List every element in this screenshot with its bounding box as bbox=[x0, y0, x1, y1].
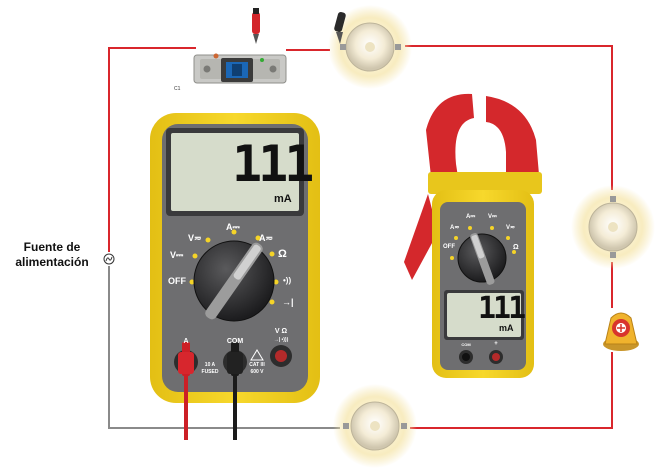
dial-label-a-ac: A≂ bbox=[259, 233, 274, 243]
fuse-rating-line2: FUSED bbox=[201, 369, 219, 375]
clamp-dial-label-v-ac: V≂ bbox=[506, 225, 516, 231]
switch-label: C1 bbox=[174, 86, 181, 92]
bulb-right[interactable] bbox=[571, 185, 655, 269]
jack-vohm-sub-label: →| •))) bbox=[273, 337, 289, 343]
clamp-dial-label-a-dc: A⎓ bbox=[466, 214, 476, 220]
bulb-top[interactable] bbox=[328, 5, 412, 89]
clamp-dial-label-ohm: Ω bbox=[513, 244, 519, 251]
power-source-label-line1: Fuente de bbox=[23, 240, 81, 254]
clamp-trigger[interactable] bbox=[404, 194, 438, 280]
multimeter-dial-knob[interactable] bbox=[193, 240, 275, 322]
dial-label-sound: •)) bbox=[283, 276, 292, 285]
red-probe-icon[interactable] bbox=[178, 342, 194, 440]
power-source-icon[interactable] bbox=[103, 253, 115, 265]
clamp-lcd bbox=[447, 293, 521, 337]
jack-vohm-label: V Ω bbox=[274, 328, 288, 335]
clamp-unit: mA bbox=[499, 323, 514, 333]
wire-red bbox=[108, 45, 613, 429]
clamp-dial-label-v-dc: V⎓ bbox=[488, 214, 497, 220]
black-probe-icon[interactable] bbox=[227, 342, 243, 440]
jack-a-label: A bbox=[183, 338, 189, 345]
jack-vohm[interactable] bbox=[270, 345, 292, 367]
power-source-label-line2: alimentación bbox=[15, 255, 89, 269]
dial-label-v-ac: V≂ bbox=[188, 233, 202, 243]
clamp-dial-label-off: OFF bbox=[443, 244, 455, 250]
clamp-jack-com-label: COM bbox=[461, 342, 471, 347]
multimeter-lcd bbox=[171, 133, 299, 211]
multimeter-unit: mA bbox=[274, 193, 292, 205]
fuse-rating-line1: 10 A bbox=[204, 362, 216, 368]
wire-gray bbox=[108, 266, 340, 429]
clamp-reading: 111 bbox=[478, 291, 526, 326]
dial-label-v-dc: V⎓ bbox=[170, 250, 184, 260]
cat-rating-line1: CAT III bbox=[249, 362, 265, 368]
cat-rating-line2: 600 V bbox=[250, 369, 264, 375]
switch-probe-icon[interactable] bbox=[252, 8, 260, 44]
clamp-dial-label-a-ac: A≂ bbox=[450, 225, 460, 231]
top-bulb-probe-icon[interactable] bbox=[334, 11, 347, 44]
clamp-jack-plus[interactable] bbox=[489, 350, 503, 364]
multimeter-reading: 111 bbox=[232, 135, 314, 193]
dial-label-diode: →| bbox=[282, 297, 294, 307]
bulb-bottom[interactable] bbox=[333, 384, 417, 468]
dial-label-ohm: Ω bbox=[278, 248, 287, 260]
power-source-label: Fuente de alimentación bbox=[6, 240, 98, 270]
dial-label-a-dc: A⎓ bbox=[226, 222, 240, 232]
clamp-meter[interactable] bbox=[404, 93, 542, 378]
jack-com-label: COM bbox=[226, 338, 244, 345]
switch-c1[interactable] bbox=[193, 53, 287, 84]
warning-icon bbox=[250, 349, 264, 361]
multimeter[interactable] bbox=[150, 113, 320, 403]
clamp-jack-com[interactable] bbox=[459, 350, 473, 364]
clamp-dial-knob[interactable] bbox=[457, 232, 507, 285]
dial-label-off: OFF bbox=[168, 276, 186, 286]
fuse-icon[interactable] bbox=[603, 312, 639, 351]
clamp-jack-plus-label: + bbox=[494, 341, 498, 347]
